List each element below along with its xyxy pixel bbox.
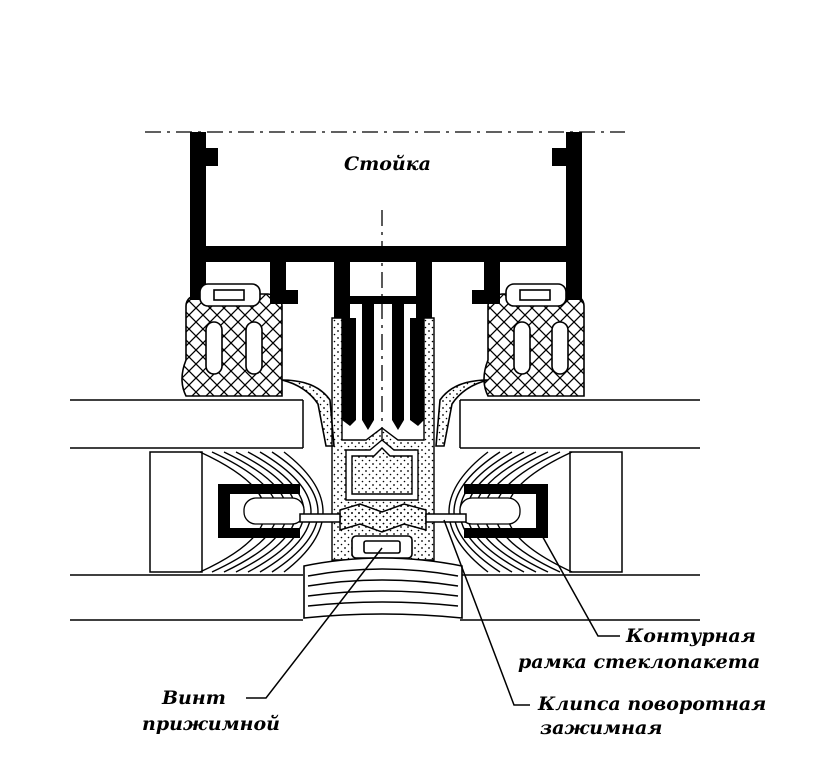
leader-lines xyxy=(246,519,620,706)
pressure-screw xyxy=(351,535,413,559)
bead-transitions xyxy=(281,379,489,447)
mullion-profile xyxy=(190,132,582,430)
leader-kontur xyxy=(539,531,620,637)
upper-gaskets xyxy=(181,283,585,397)
label-kontur-line2: рамка стеклопакета xyxy=(518,651,760,673)
clamp-clip xyxy=(299,503,467,533)
leader-vint xyxy=(246,547,383,699)
label-vint-line1: Винт xyxy=(161,687,226,709)
label-stoyka: Стойка xyxy=(344,153,431,175)
label-vint-line2: прижимной xyxy=(142,713,280,735)
cover-cap xyxy=(303,557,463,619)
label-kontur-line1: Контурная xyxy=(625,625,756,647)
label-klipsa-line2: зажимная xyxy=(540,717,662,739)
label-klipsa-line1: Клипса поворотная xyxy=(537,693,766,715)
leader-klipsa xyxy=(443,519,530,706)
glass-units xyxy=(70,399,700,621)
contour-frame-inner xyxy=(243,497,521,525)
thermal-insert xyxy=(331,317,435,561)
